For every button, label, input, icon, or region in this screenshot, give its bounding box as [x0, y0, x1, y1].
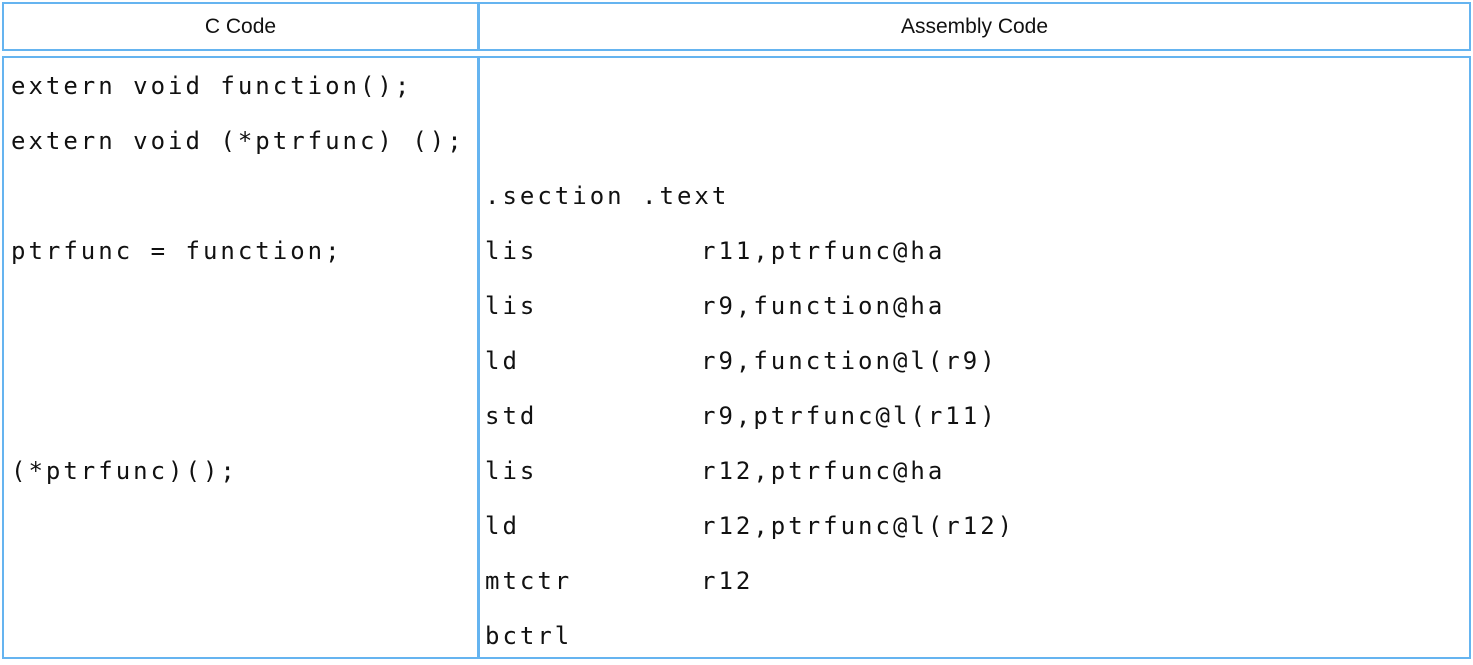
assembly-mnemonic: bctrl [485, 622, 573, 650]
assembly-code-line: lis r11,ptrfunc@ha [485, 224, 1469, 279]
c-code-line [11, 389, 477, 444]
assembly-code-line: mtctr r12 [485, 554, 1469, 609]
assembly-code-line [485, 59, 1469, 114]
c-code-line: ptrfunc = function; [11, 237, 343, 265]
c-code-line [11, 609, 477, 657]
assembly-operands: r12,ptrfunc@l(r12) [701, 512, 1016, 540]
assembly-mnemonic: std [485, 402, 538, 430]
assembly-code-line: lis r12,ptrfunc@ha [485, 444, 1469, 499]
c-code-line [11, 499, 477, 554]
c-code-line: extern void function(); [11, 72, 413, 100]
c-code-column: extern void function(); extern void (*ptr… [4, 58, 480, 657]
table-body-row: extern void function(); extern void (*ptr… [2, 56, 1471, 659]
assembly-code-line: .section .text [485, 169, 1469, 224]
assembly-mnemonic: lis [485, 237, 538, 265]
assembly-mnemonic: mtctr [485, 567, 573, 595]
assembly-operands: r11,ptrfunc@ha [701, 237, 946, 265]
assembly-operands: r9,ptrfunc@l(r11) [701, 402, 998, 430]
assembly-code-line: ld r12,ptrfunc@l(r12) [485, 499, 1469, 554]
table-header-row: C Code Assembly Code [2, 2, 1471, 51]
c-code-line: extern void (*ptrfunc) (); [11, 127, 465, 155]
c-code-line [11, 169, 477, 224]
assembly-code-line: lis r9,function@ha [485, 279, 1469, 334]
c-code-line [11, 334, 477, 389]
assembly-code-column: .section .text lis r11,ptrfunc@ha lis r9,fun… [480, 58, 1469, 657]
assembly-mnemonic: lis [485, 292, 538, 320]
assembly-mnemonic: .section .text [485, 182, 730, 210]
assembly-operands: r12 [701, 567, 754, 595]
assembly-code-line [485, 114, 1469, 169]
assembly-mnemonic: ld [485, 512, 520, 540]
c-code-line: (*ptrfunc)(); [11, 457, 238, 485]
assembly-operands: r9,function@l(r9) [701, 347, 998, 375]
header-cell-c-code: C Code [4, 4, 480, 49]
assembly-operands: r9,function@ha [701, 292, 946, 320]
header-cell-assembly-code: Assembly Code [900, 14, 1049, 38]
assembly-mnemonic: lis [485, 457, 538, 485]
assembly-mnemonic: ld [485, 347, 520, 375]
c-code-line [11, 554, 477, 609]
assembly-operands: r12,ptrfunc@ha [701, 457, 946, 485]
assembly-code-line: bctrl [485, 609, 1469, 657]
assembly-code-line: std r9,ptrfunc@l(r11) [485, 389, 1469, 444]
c-code-line [11, 279, 477, 334]
assembly-code-line: ld r9,function@l(r9) [485, 334, 1469, 389]
